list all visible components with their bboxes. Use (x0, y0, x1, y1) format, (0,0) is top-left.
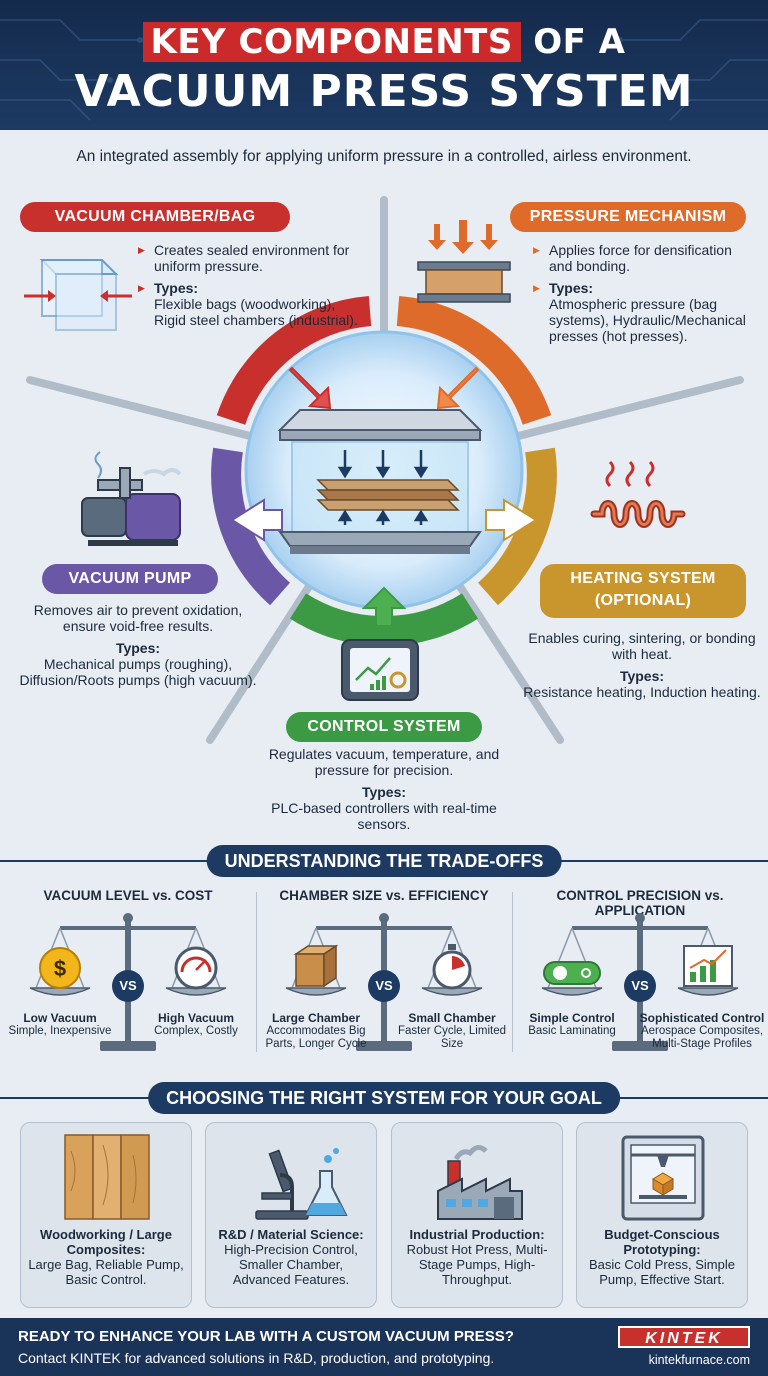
footer-contact: Contact KINTEK for advanced solutions in… (18, 1350, 495, 1366)
divider (512, 892, 513, 1052)
vs-badge: VS (624, 970, 656, 1002)
tradeoffs-heading: UNDERSTANDING THE TRADE-OFFS (206, 845, 562, 877)
pressure-description: Applies force for densification and bond… (533, 242, 758, 350)
goal-text: Budget-Conscious Prototyping:Basic Cold … (589, 1227, 735, 1287)
page-title-line1: KEY COMPONENTS OF A (0, 22, 768, 62)
control-description: Regulates vacuum, temperature, and press… (268, 746, 500, 832)
dollar-symbol: $ (54, 956, 66, 981)
goals-heading: CHOOSING THE RIGHT SYSTEM FOR YOUR GOAL (148, 1082, 620, 1114)
component-ring-diagram (24, 196, 744, 744)
goal-card-rnd: R&D / Material Science:High-Precision Co… (205, 1122, 377, 1308)
goal-card-industrial: Industrial Production:Robust Hot Press, … (391, 1122, 563, 1308)
chamber-desc-item: Creates sealed environment for uniform p… (138, 242, 358, 274)
dollar-coin-icon (39, 947, 81, 989)
circuit-pattern (0, 19, 768, 121)
heating-label: HEATING SYSTEM (OPTIONAL) (540, 564, 746, 618)
goal-text: Industrial Production:Robust Hot Press, … (406, 1227, 548, 1287)
control-tablet-icon (341, 639, 419, 701)
pressure-types-item: Types:Atmospheric pressure (bag systems)… (533, 280, 758, 344)
goal-card-prototyping: Budget-Conscious Prototyping:Basic Cold … (576, 1122, 748, 1308)
balance-scale-icon (285, 913, 483, 1051)
vacuum-chamber-icon (24, 259, 132, 331)
pump-description: Removes air to prevent oxidation, ensure… (19, 602, 257, 688)
goal-text: R&D / Material Science:High-Precision Co… (218, 1227, 364, 1287)
page-title-line2: VACUUM PRESS SYSTEM (74, 66, 694, 117)
cardboard-box-icon (293, 944, 339, 988)
tradeoff-control-application: CONTROL PRECISION vs. APPLICATION VS Sim… (512, 886, 768, 1066)
microscope-flask-icon (255, 1148, 348, 1220)
heating-coil-icon (590, 460, 686, 528)
stopwatch-icon (432, 944, 472, 990)
title-highlight: KEY COMPONENTS (142, 22, 521, 62)
vacuum-pump-icon (81, 451, 182, 546)
chamber-description: Creates sealed environment for uniform p… (138, 242, 358, 334)
footer-cta: READY TO ENHANCE YOUR LAB WITH A CUSTOM … (18, 1328, 514, 1345)
goal-text: Woodworking / Large Composites:Large Bag… (28, 1227, 184, 1287)
footer-url[interactable]: kintekfurnace.com (648, 1353, 750, 1367)
control-label: CONTROL SYSTEM (286, 712, 482, 742)
goal-card-woodworking: Woodworking / Large Composites:Large Bag… (20, 1122, 192, 1308)
vacuum-press-icon (277, 409, 483, 554)
chamber-label: VACUUM CHAMBER/BAG (20, 202, 290, 232)
footer: READY TO ENHANCE YOUR LAB WITH A CUSTOM … (0, 1318, 768, 1376)
tradeoff-title: CHAMBER SIZE vs. EFFICIENCY (279, 888, 489, 903)
pressure-arrows-icon (417, 220, 511, 303)
balance-scale-icon (541, 913, 739, 1051)
arrow-icons (230, 366, 538, 627)
vs-badge: VS (368, 970, 400, 1002)
tradeoff-chamber-efficiency: CHAMBER SIZE vs. EFFICIENCY VS Large Cha… (256, 886, 512, 1066)
gauge-icon (174, 946, 218, 990)
vs-badge: VS (112, 970, 144, 1002)
title-rest: OF A (533, 22, 626, 62)
pressure-label: PRESSURE MECHANISM (510, 202, 746, 232)
subtitle: An integrated assembly for applying unif… (76, 148, 692, 165)
chamber-types-item: Types:Flexible bags (woodworking), Rigid… (138, 280, 358, 328)
divider (256, 892, 257, 1052)
balance-scale-icon: $ (29, 913, 227, 1051)
heating-description: Enables curing, sintering, or bonding wi… (523, 630, 761, 700)
tradeoff-title: CONTROL PRECISION vs. APPLICATION (556, 888, 724, 918)
header-banner: KEY COMPONENTS OF A VACUUM PRESS SYSTEM (0, 0, 768, 130)
wood-planks-icon (64, 1134, 150, 1220)
pump-label: VACUUM PUMP (42, 564, 218, 594)
tradeoff-title: VACUUM LEVEL vs. COST (43, 888, 213, 903)
pressure-desc-item: Applies force for densification and bond… (533, 242, 758, 274)
growth-chart-icon (683, 945, 733, 987)
toggle-switch-icon (543, 961, 601, 985)
factory-icon (437, 1145, 523, 1220)
kintek-logo: KINTEK (618, 1326, 750, 1348)
3d-printer-icon (621, 1135, 705, 1221)
